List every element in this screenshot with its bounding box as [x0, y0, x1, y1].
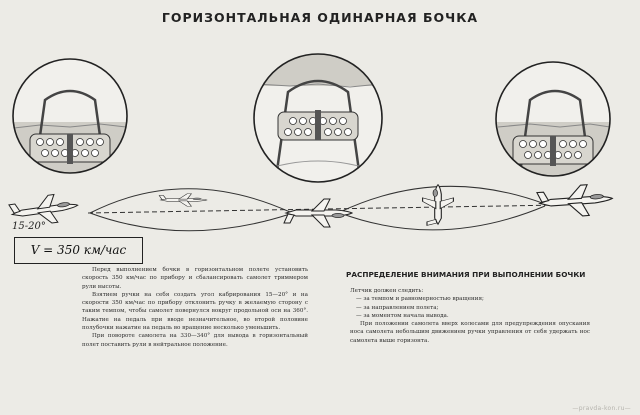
- attention-intro: Летчик должен следить:: [350, 288, 424, 294]
- speed-box: V = 350 км/час: [14, 237, 143, 264]
- paragraph: При повороте самолета на 330—340° для вы…: [82, 333, 308, 348]
- cockpit-view-inverted: [253, 53, 383, 183]
- aircraft-vertical: [422, 184, 454, 226]
- aircraft-exit: [536, 182, 614, 220]
- entry-angle-label: 15-20°: [12, 221, 46, 232]
- technique-description: Перед выполнением бочки в горизонтальном…: [82, 266, 308, 349]
- attention-note: При положении самолета вверх колесами дл…: [350, 321, 590, 344]
- watermark: —pravda-kon.ru—: [572, 405, 631, 412]
- attention-heading: РАСПРЕДЕЛЕНИЕ ВНИМАНИЯ ПРИ ВЫПОЛНЕНИИ БО…: [346, 270, 586, 279]
- paragraph: Перед выполнением бочки в горизонтальном…: [82, 267, 308, 290]
- attention-item: — за направлением полета;: [356, 304, 439, 311]
- aircraft-inverted: [283, 198, 353, 228]
- page-title: ГОРИЗОНТАЛЬНАЯ ОДИНАРНАЯ БОЧКА: [161, 10, 479, 25]
- attention-description: Летчик должен следить: — за темпом и рав…: [350, 287, 590, 345]
- aircraft-bank-left: [158, 193, 208, 207]
- paragraph: Взятием ручки на себя создать угол кабри…: [82, 291, 308, 332]
- cockpit-view-level-right: [495, 61, 611, 177]
- attention-item: — за моментом начала вывода.: [356, 312, 449, 319]
- attention-item: — за темпом и равномерностью вращения;: [356, 296, 484, 303]
- cockpit-view-level-left: [12, 58, 128, 174]
